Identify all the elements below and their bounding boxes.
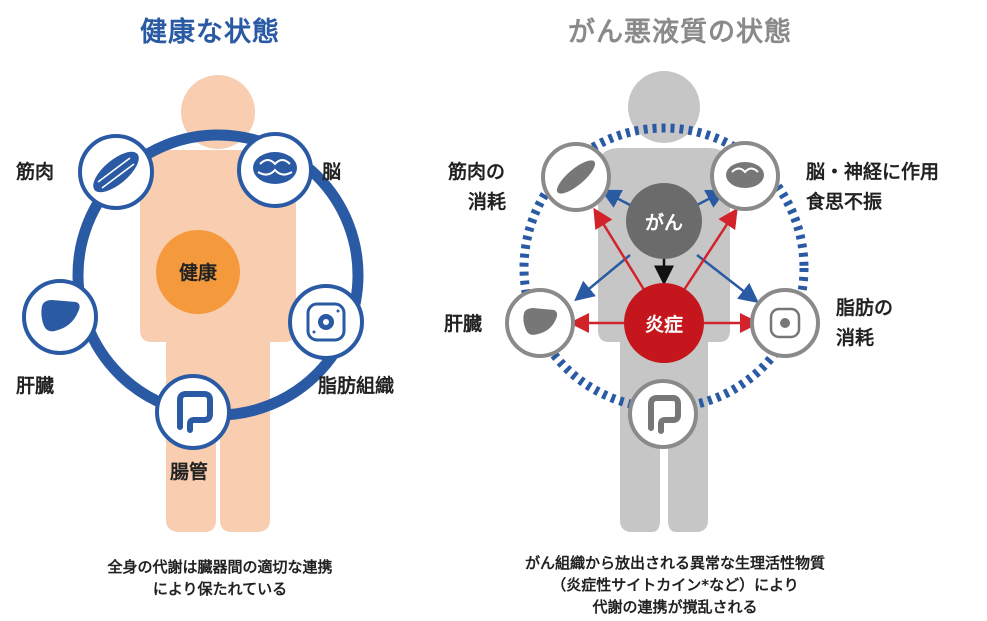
cachexia-liver-label: 肝臓 xyxy=(444,313,483,335)
healthy-liver-node xyxy=(22,279,98,355)
arrow-inflammation-to-muscle xyxy=(593,207,648,294)
healthy-muscle-label: 筋肉 xyxy=(16,161,55,183)
liver-icon xyxy=(523,308,558,335)
healthy-caption-line-1: 全身の代謝は臓器間の適切な連携 xyxy=(107,558,333,576)
arrow-cancer-to-fat xyxy=(696,254,759,304)
cachexia-brain-label-1: 脳・神経に作用 xyxy=(806,161,940,183)
muscle-icon xyxy=(556,160,596,194)
healthy-title: 健康な状態 xyxy=(140,17,280,48)
cachexia-muscle-node xyxy=(541,142,611,212)
cachexia-muscle-label-2: 消耗 xyxy=(468,191,507,213)
cachexia-caption-line-2: （炎症性サイトカイン*など）により xyxy=(551,576,799,594)
healthy-fat-node xyxy=(288,284,364,360)
cachexia-arrows xyxy=(569,189,760,333)
cachexia-title: がん悪液質の状態 xyxy=(568,17,792,48)
healthy-fat-label: 脂肪組織 xyxy=(318,375,395,397)
brain-icon xyxy=(726,162,764,188)
fat-cell-icon xyxy=(769,307,801,339)
arrow-inflammation-to-brain xyxy=(680,207,738,294)
healthy-intestine-node xyxy=(155,374,231,450)
intestine-icon xyxy=(648,395,681,434)
cachexia-brain-node xyxy=(710,141,780,211)
cachexia-liver-node xyxy=(505,288,575,358)
healthy-brain-label: 脳 xyxy=(322,161,342,183)
intestine-icon xyxy=(177,391,213,433)
healthy-center-node xyxy=(156,230,240,314)
fat-cell-icon xyxy=(306,302,346,342)
cachexia-caption-line-3: 代謝の連携が撹乱される xyxy=(592,598,758,616)
healthy-muscle-node xyxy=(78,134,154,210)
inflammation-node xyxy=(624,283,704,363)
muscle-icon xyxy=(93,151,139,193)
healthy-caption-line-2: により保たれている xyxy=(152,580,288,598)
cachexia-caption-line-1: がん組織から放出される異常な生理活性物質 xyxy=(524,554,825,572)
cachexia-intestine-node xyxy=(628,379,698,449)
cancer-label: がん xyxy=(644,212,683,234)
arrow-cancer-to-muscle xyxy=(600,189,631,208)
healthy-brain-node xyxy=(237,132,313,208)
healthy-intestine-label: 腸管 xyxy=(170,461,209,483)
healthy-center-label: 健康 xyxy=(178,262,217,284)
cachexia-muscle-label-1: 筋肉の xyxy=(448,161,506,183)
arrow-cancer-to-liver xyxy=(574,254,631,302)
liver-icon xyxy=(41,300,80,332)
cachexia-fat-label-1: 脂肪の xyxy=(836,297,894,319)
inflammation-label: 炎症 xyxy=(644,314,683,336)
cancer-node xyxy=(626,183,702,259)
cachexia-brain-label-2: 食思不振 xyxy=(806,191,883,213)
cachexia-fat-node xyxy=(750,288,820,358)
cachexia-fat-label-2: 消耗 xyxy=(836,327,875,349)
healthy-liver-label: 肝臓 xyxy=(16,375,55,397)
brain-icon xyxy=(253,152,297,184)
